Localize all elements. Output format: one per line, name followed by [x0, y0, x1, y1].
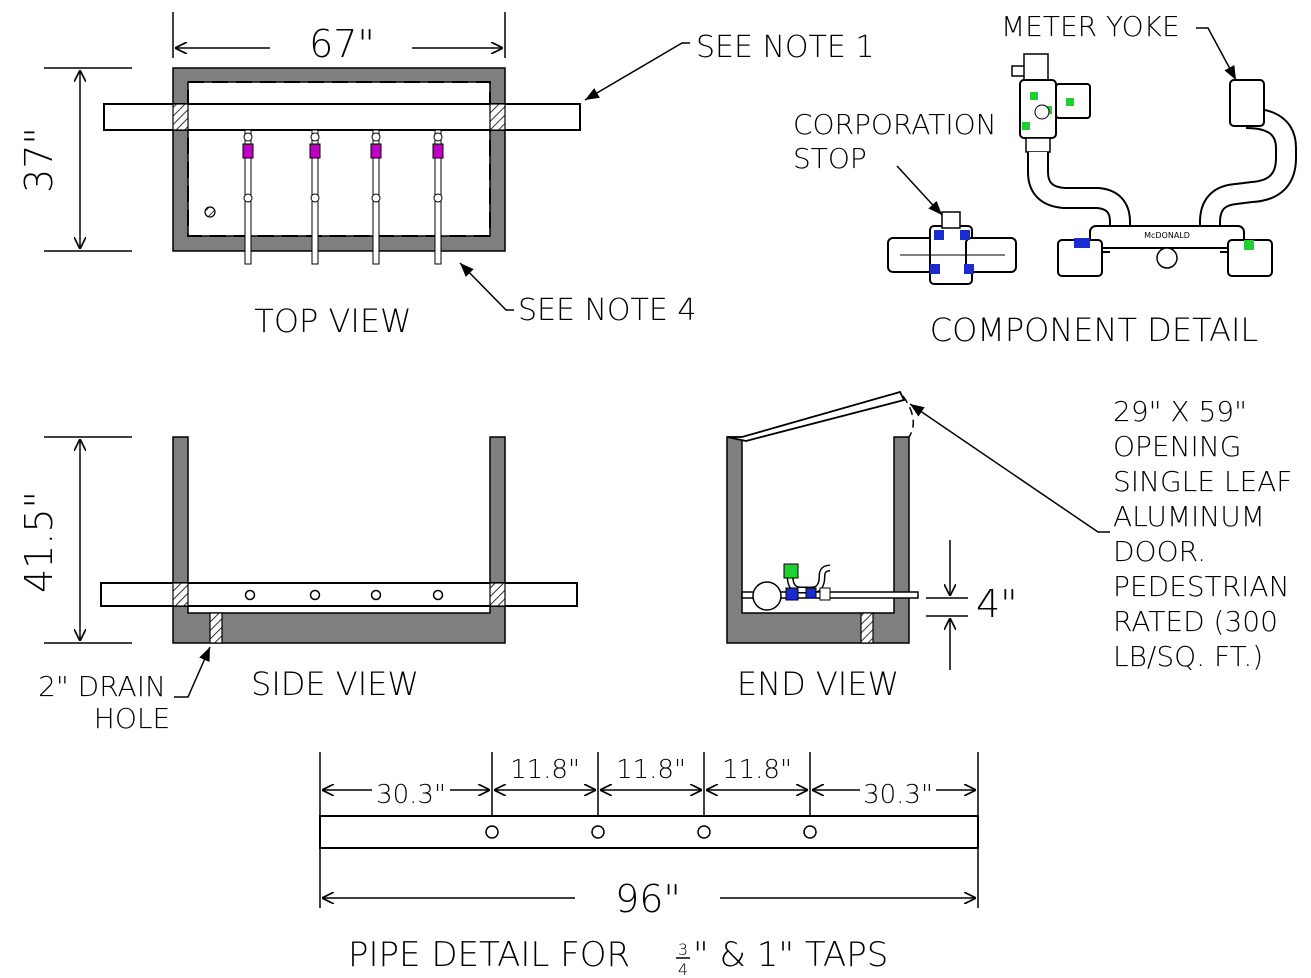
end-vault-walls: [726, 436, 910, 644]
meter-yoke-label: METER YOKE: [1001, 10, 1180, 43]
top-drain-hole: [204, 206, 216, 218]
tap-hole: [370, 589, 382, 601]
side-view-title: SIDE VIEW: [251, 665, 419, 703]
pipe-detail-title-suffix: " & 1" TAPS: [693, 935, 888, 975]
door-note-line: OPENING: [1113, 430, 1241, 463]
door-note-line: DOOR.: [1113, 535, 1206, 568]
note1-label: SEE NOTE 1: [696, 30, 874, 65]
note4-label: SEE NOTE 4: [518, 293, 696, 328]
component-detail-title: COMPONENT DETAIL: [930, 311, 1259, 349]
top-height-label: 37": [17, 127, 61, 193]
side-drain-hole: [209, 612, 223, 644]
corporation-label-line2: STOP: [793, 142, 867, 175]
pipe-detail: 30.3" 11.8" 11.8" 11.8" 30.3" 96" PIPE D…: [319, 752, 979, 978]
pipe-detail-title-prefix: PIPE DETAIL FOR: [348, 935, 641, 975]
service-line: [242, 129, 254, 265]
door-note-line: LB/SQ. FT.): [1113, 640, 1263, 673]
side-view: 41.5" 2" DRAIN HOLE SIDE VIEW: [17, 436, 578, 735]
yoke-brand: McDONALD: [1144, 231, 1190, 240]
side-vault-walls: [172, 436, 506, 644]
door-note-line: SINGLE LEAF: [1113, 465, 1292, 498]
corporation-label-line1: CORPORATION: [793, 108, 997, 141]
end-door-swing: [902, 395, 915, 438]
door-note-leader: [909, 403, 1110, 533]
end-meter-assembly: [783, 563, 831, 601]
side-pipe-sleeve-left: [172, 582, 189, 607]
drain-leader: [174, 646, 211, 698]
side-pipe: [100, 582, 578, 607]
spacing-label: 11.8": [722, 755, 792, 785]
door-note-line: RATED (300: [1113, 605, 1278, 638]
end-view: 4" 29" X 59" OPENING SINGLE LEAF ALUMINU…: [726, 390, 1292, 703]
service-line: [370, 129, 382, 265]
tap-hole: [432, 589, 444, 601]
top-height-dimension: 37": [17, 67, 132, 252]
end-pipe-section: [752, 581, 782, 611]
side-height-dimension: 41.5": [17, 436, 132, 644]
top-pipe-sleeve-right: [489, 103, 506, 131]
door-note-line: 29" X 59": [1113, 395, 1247, 428]
component-detail: METER YOKE CORPORATION STOP: [793, 10, 1297, 349]
end-drain-hole: [860, 612, 874, 644]
corporation-stop-leader: [896, 165, 943, 216]
tap-hole: [244, 589, 256, 601]
end-view-title: END VIEW: [737, 665, 899, 703]
meter-yoke-leader: [1196, 27, 1237, 81]
door-note-line: ALUMINUM: [1113, 500, 1265, 533]
top-vault-walls: [172, 67, 506, 252]
note1-leader: [584, 42, 690, 101]
drain-label-line1: 2" DRAIN: [38, 670, 166, 703]
tap-hole: [697, 825, 711, 839]
tap-hole: [485, 825, 499, 839]
spacing-label: 30.3": [376, 780, 446, 810]
top-service-lines: [242, 129, 444, 265]
spacing-label: 30.3": [863, 780, 933, 810]
overall-length-label: 96": [615, 877, 681, 921]
top-lid-outline: [187, 81, 491, 237]
end-offset-label: 4": [976, 582, 1018, 626]
note4-leader: [459, 262, 514, 311]
drain-label-line2: HOLE: [94, 702, 170, 735]
fraction-denominator: 4: [678, 960, 688, 978]
top-pipe-sleeve-left: [172, 103, 189, 131]
meter-yoke-assembly: McDONALD: [1011, 53, 1297, 277]
door-note-line: PEDESTRIAN: [1113, 570, 1290, 603]
top-view-title: TOP VIEW: [254, 302, 411, 340]
spacing-label: 11.8": [510, 755, 580, 785]
pipe-detail-bar: [319, 815, 979, 849]
end-offset-dimension: 4": [926, 540, 1018, 670]
tap-hole: [803, 825, 817, 839]
corporation-stop: [887, 211, 1017, 285]
top-view: 67" 37": [17, 12, 874, 340]
service-line: [432, 129, 444, 265]
end-door-leaf: [726, 390, 906, 442]
side-pipe-sleeve-right: [489, 582, 506, 607]
door-note: 29" X 59" OPENING SINGLE LEAF ALUMINUM D…: [1113, 395, 1292, 673]
tap-hole: [591, 825, 605, 839]
fraction-numerator: 3: [678, 940, 688, 959]
service-line: [309, 129, 321, 265]
side-height-label: 41.5": [17, 491, 61, 593]
side-taps: [244, 589, 444, 601]
top-width-dimension: 67": [172, 12, 506, 66]
top-width-label: 67": [309, 22, 375, 66]
tap-hole: [309, 589, 321, 601]
spacing-label: 11.8": [616, 755, 686, 785]
